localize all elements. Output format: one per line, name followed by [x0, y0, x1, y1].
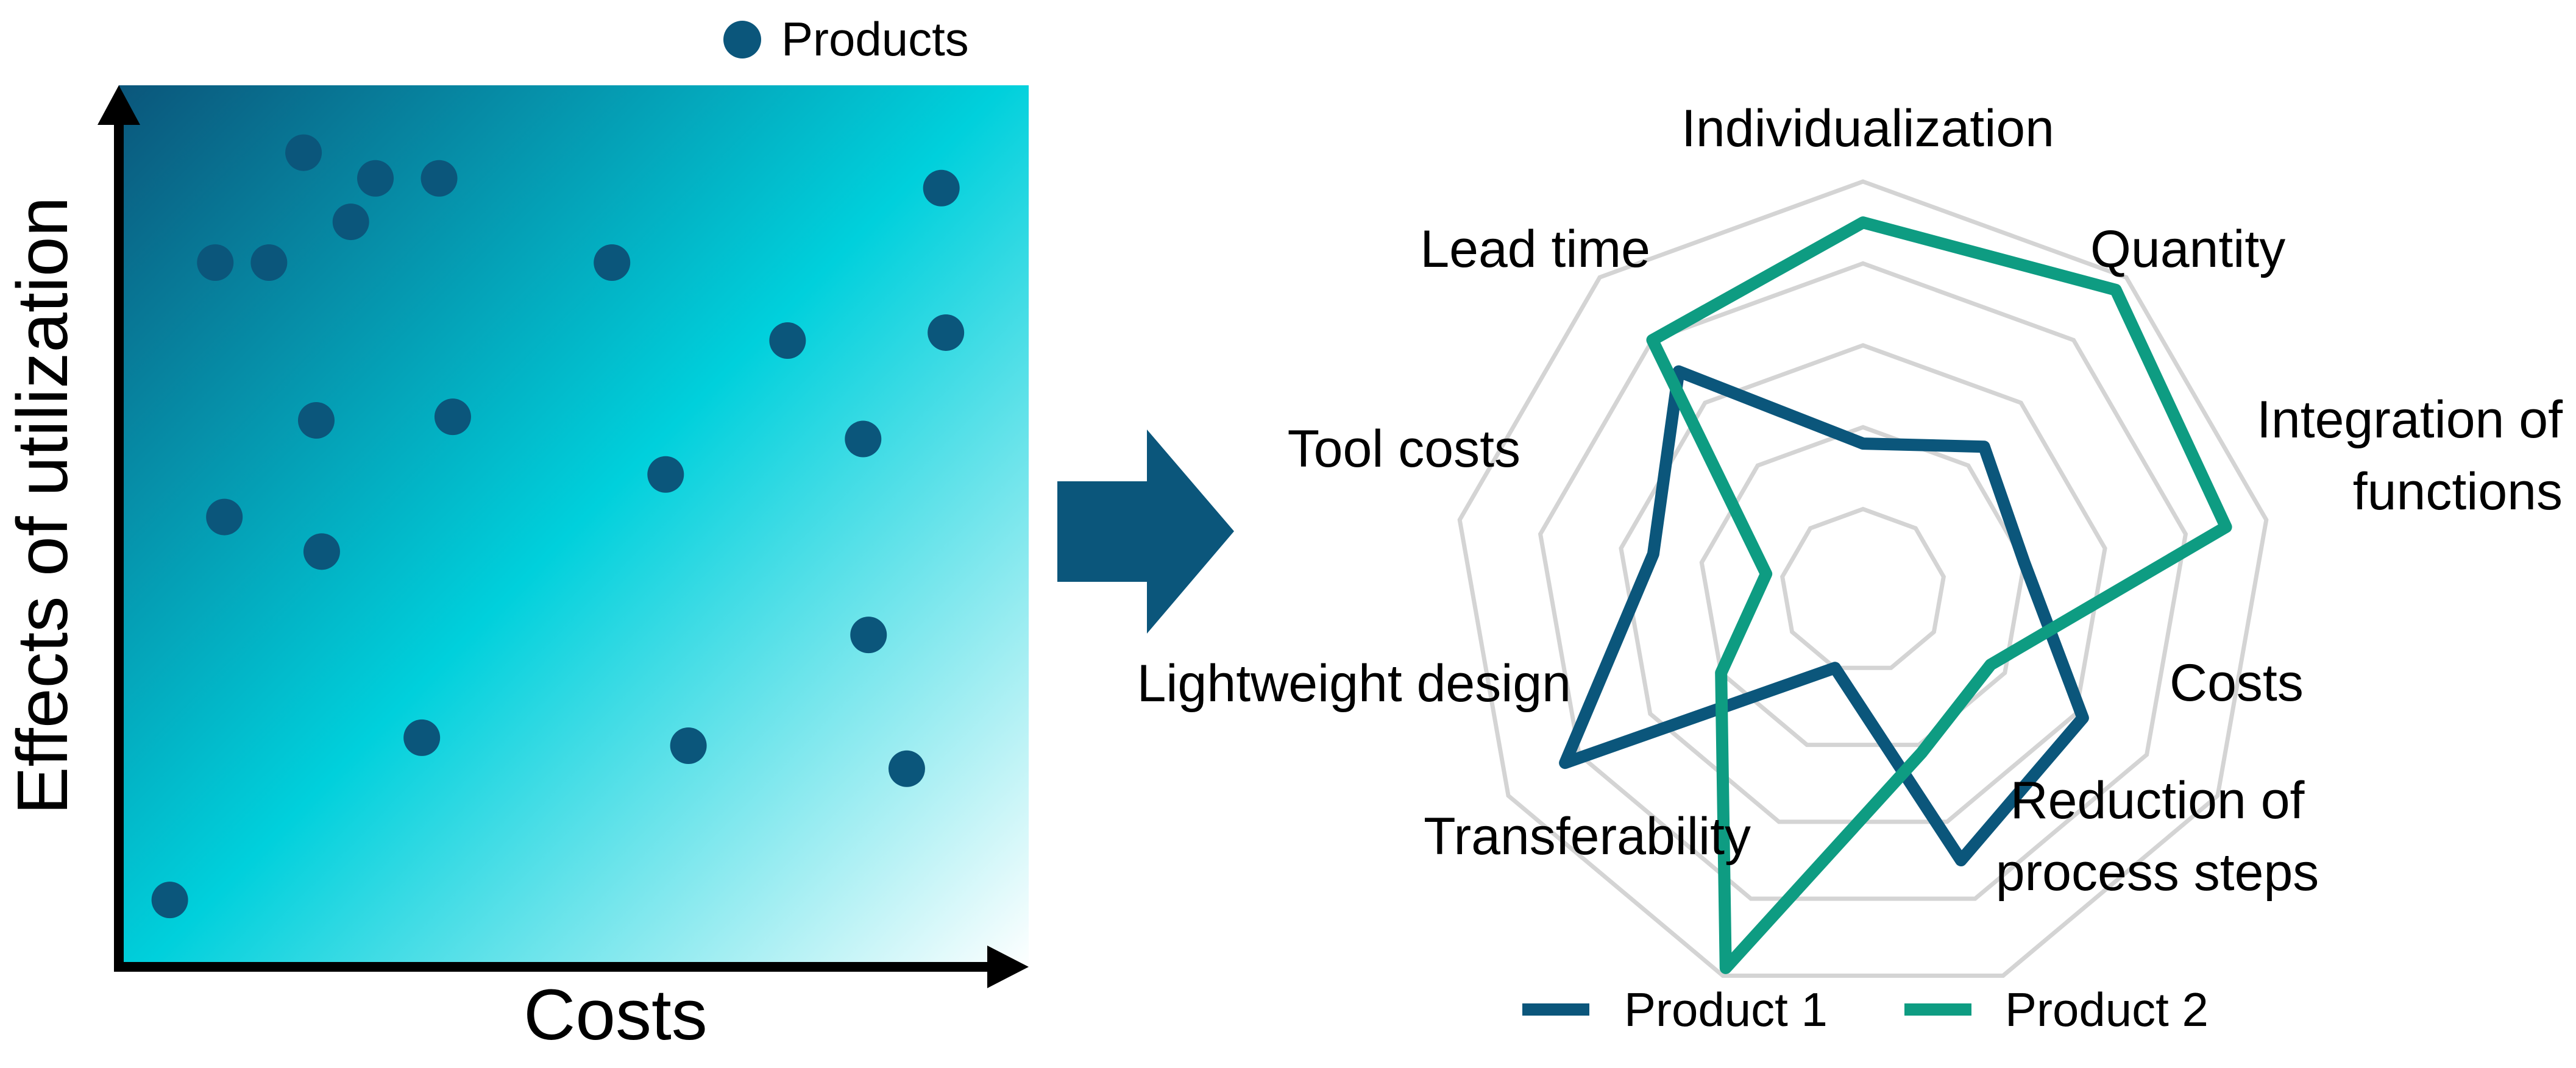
scatter-point	[332, 203, 369, 241]
radar-axis-label: Quantity	[2090, 220, 2285, 278]
radar-axis-label-line: Reduction of	[2010, 771, 2305, 830]
scatter-chart: Costs Effects of utilization Products	[2, 12, 1029, 1055]
radar-grid-ring	[1538, 261, 2188, 901]
x-axis-label: Costs	[523, 975, 708, 1055]
radar-axis-label: Lightweight design	[1137, 654, 1571, 713]
scatter-plot-area	[119, 85, 1029, 972]
x-axis-arrowhead	[987, 946, 1029, 988]
radar-axis-label-line: Integration of	[2257, 391, 2563, 449]
scatter-point	[647, 456, 684, 493]
radar-axis-label: Tool costs	[1288, 420, 1520, 478]
y-axis-label: Effects of utilization	[2, 197, 83, 815]
radar-grid-ring	[1779, 506, 1946, 670]
radar-axis-label-line: functions	[2353, 462, 2563, 521]
radar-axis-label: Costs	[2170, 654, 2304, 712]
radar-grid-ring	[1457, 179, 2269, 978]
radar-axis-label-line: Lightweight design	[1137, 654, 1571, 713]
scatter-point	[250, 244, 288, 281]
radar-series-2	[1646, 216, 2232, 974]
scatter-point	[420, 160, 458, 197]
radar-axis-label: Transferability	[1424, 807, 1751, 866]
radar-axis-label-line: process steps	[1996, 843, 2319, 902]
radar-axis-label-line: Quantity	[2090, 220, 2285, 278]
scatter-point	[297, 401, 335, 439]
scatter-point	[357, 160, 394, 197]
radar-grid	[1457, 179, 2269, 978]
radar-axis-label-line: Individualization	[1681, 99, 2054, 158]
scatter-point	[928, 314, 965, 351]
scatter-points	[151, 134, 965, 919]
scatter-point	[206, 498, 243, 536]
radar-series	[1559, 216, 2232, 974]
scatter-legend: Products	[723, 12, 969, 66]
scatter-legend-marker	[723, 21, 761, 58]
radar-axis-label: Integration of functions	[2257, 391, 2563, 521]
scatter-point	[285, 134, 322, 171]
scatter-point	[434, 398, 471, 436]
radar-grid-ring	[1699, 425, 2027, 748]
scatter-point	[151, 882, 188, 919]
radar-axis-label: Reduction of process steps	[1996, 771, 2319, 902]
scatter-point	[403, 719, 441, 756]
radar-series-1	[1559, 365, 2089, 867]
transition-arrow	[1057, 430, 1234, 634]
radar-legend: Product 1 Product 2	[1522, 983, 2209, 1036]
legend-label-product-1: Product 1	[1624, 983, 1828, 1036]
radar-axis-label-line: Transferability	[1424, 807, 1751, 866]
scatter-point	[670, 727, 707, 764]
scatter-point	[845, 420, 882, 458]
scatter-point	[197, 244, 234, 281]
radar-axis-label: Individualization	[1681, 99, 2054, 158]
radar-axis-label-line: Tool costs	[1288, 420, 1520, 478]
y-axis-arrowhead	[98, 85, 140, 125]
scatter-legend-label: Products	[781, 12, 969, 66]
scatter-point	[850, 617, 887, 654]
scatter-point	[888, 750, 925, 787]
radar-axis-label-line: Costs	[2170, 654, 2304, 712]
radar-axis-label: Lead time	[1420, 220, 1650, 278]
radar-axis-label-line: Lead time	[1420, 220, 1650, 278]
legend-label-product-2: Product 2	[2005, 983, 2209, 1036]
scatter-point	[769, 322, 806, 359]
scatter-point	[303, 533, 340, 570]
scatter-point	[594, 244, 631, 281]
scatter-point	[923, 169, 960, 207]
